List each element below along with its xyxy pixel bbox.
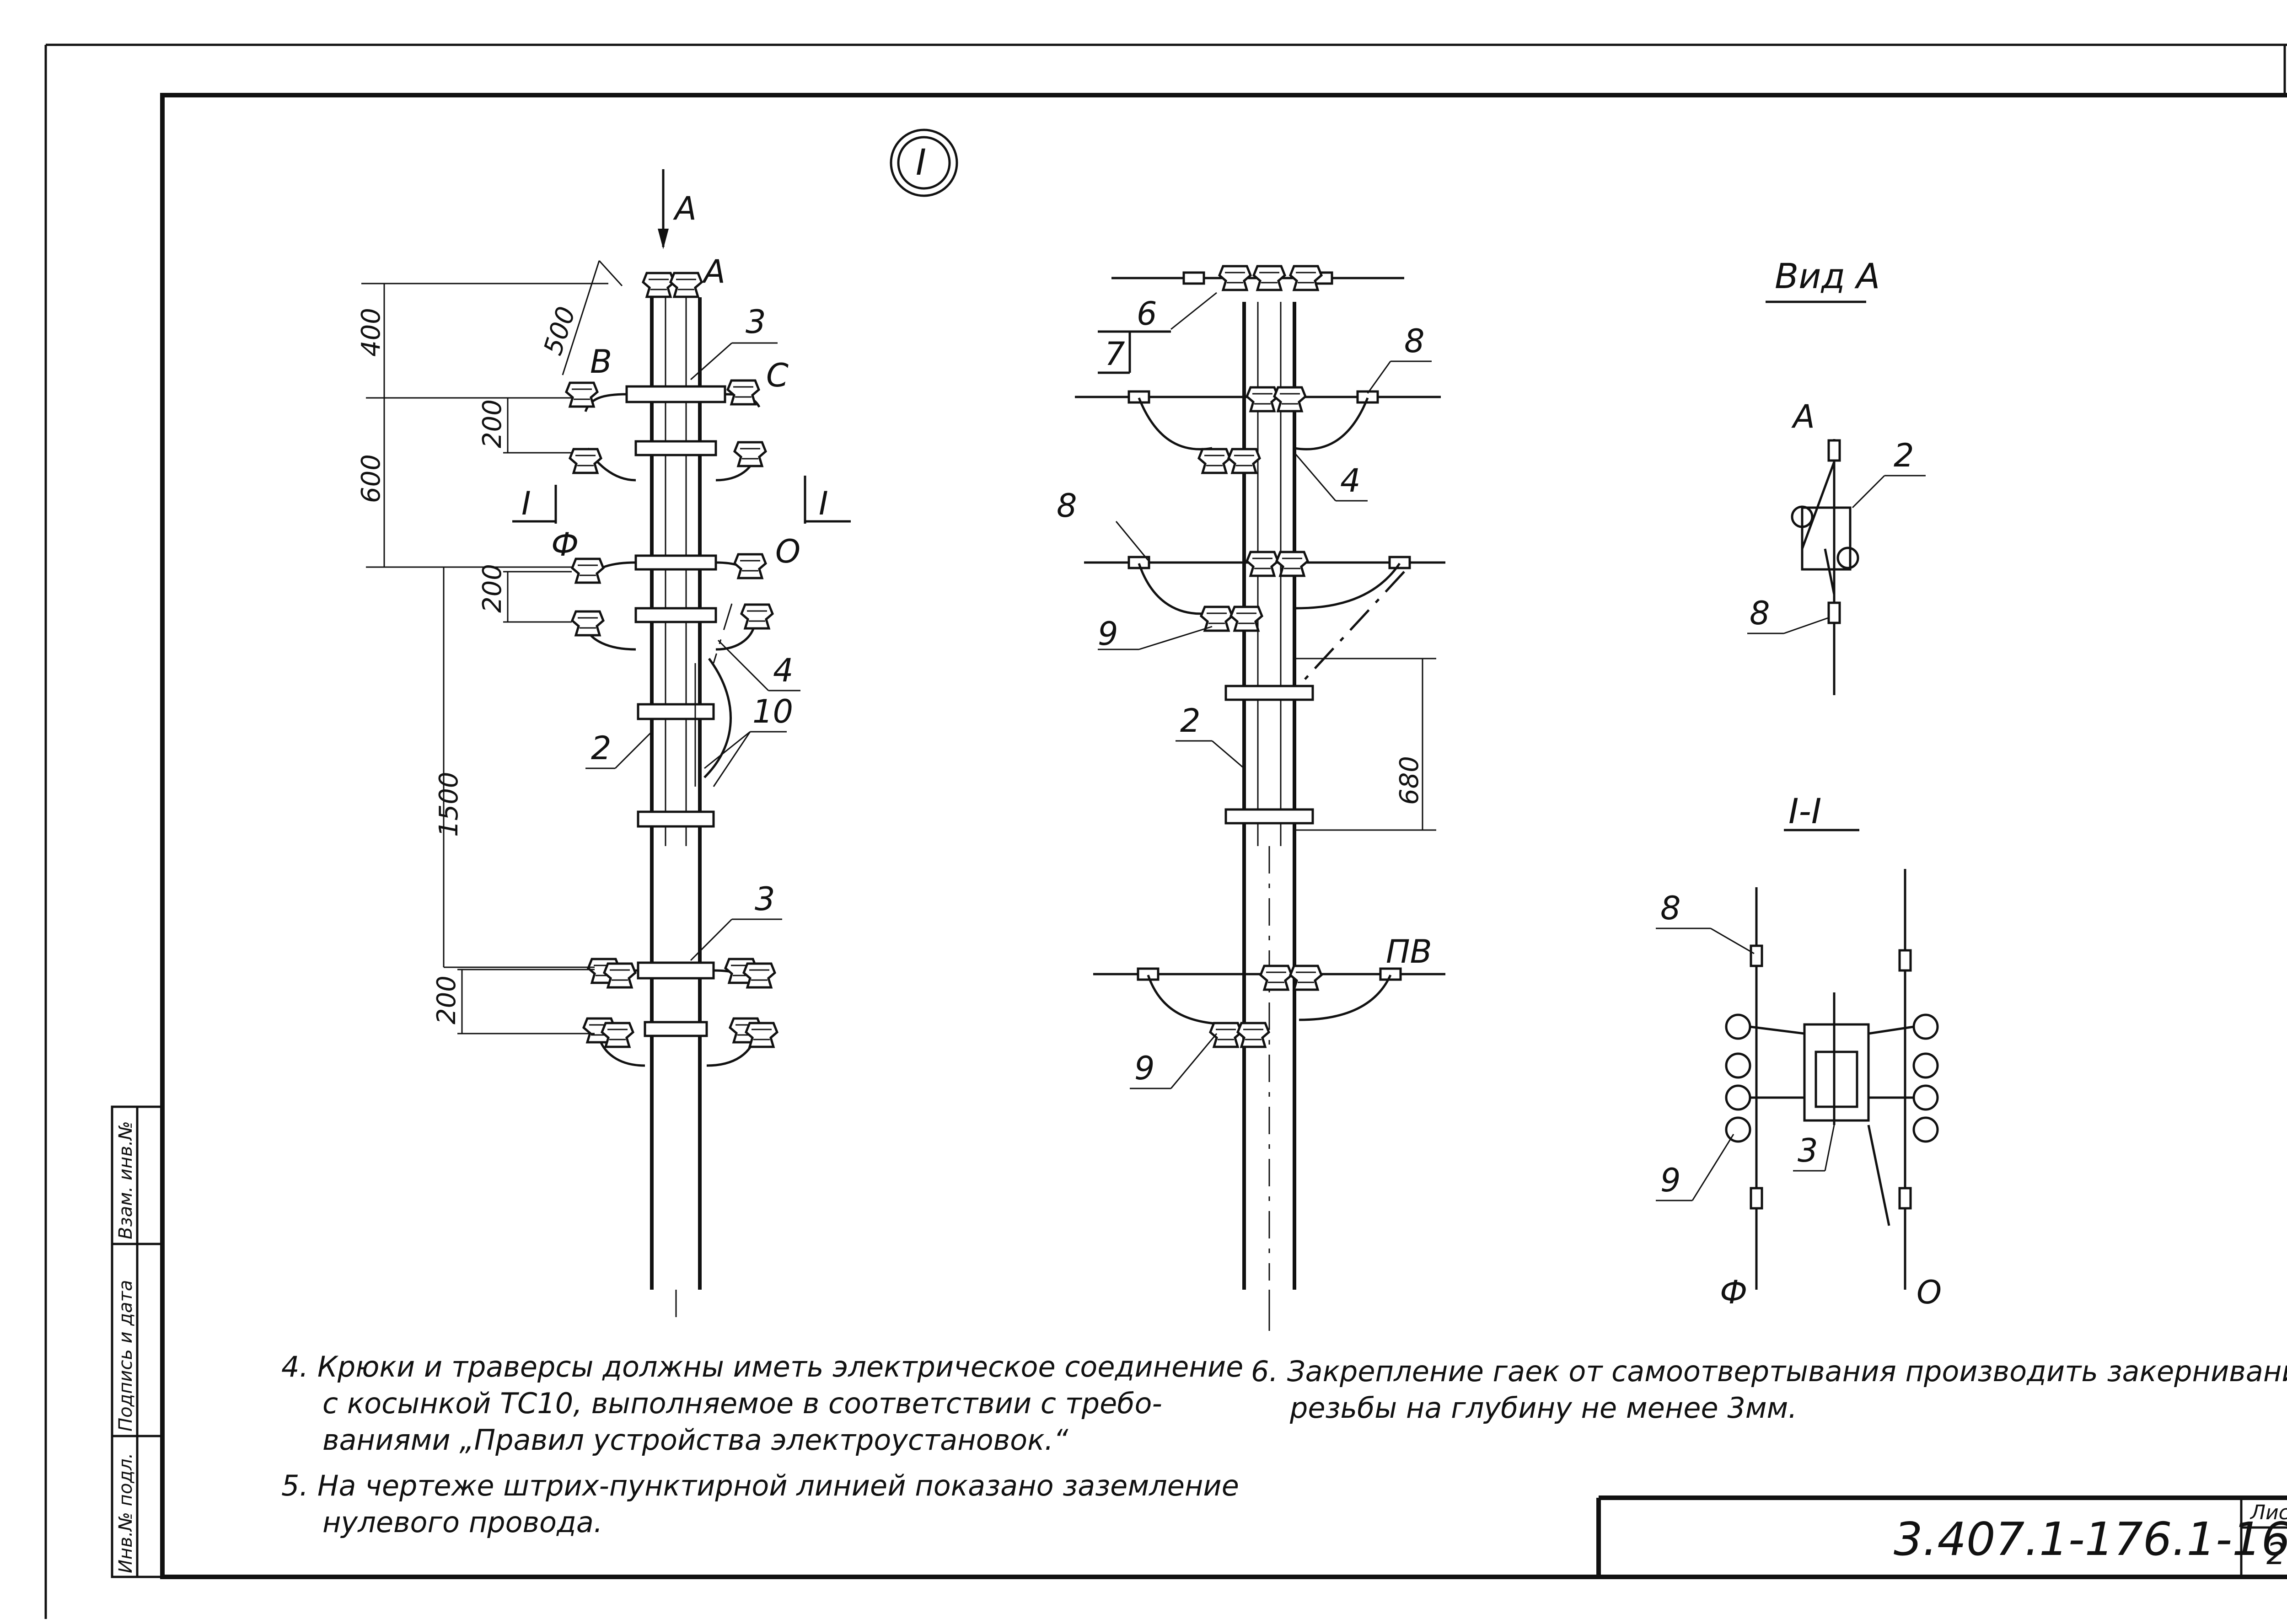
dim-200-upper: 200: [478, 399, 507, 448]
callout-8-middle: 8: [1057, 487, 1077, 525]
side-stamp: Инв.№ подл. Подпись и дата Взам. инв.№: [111, 1105, 164, 1578]
view-a-callout-2: 2: [1894, 437, 1914, 474]
view-a-callout-8: 8: [1750, 595, 1770, 632]
callout-9-bottom: 9: [1134, 1050, 1155, 1087]
traverse-middle: [584, 554, 756, 651]
phase-b-label: В: [590, 343, 612, 381]
section-phase-o: О: [1917, 1274, 1942, 1311]
view-a-phase: А: [1791, 398, 1815, 435]
callout-8-top: 8: [1404, 322, 1425, 360]
insulator-top: [643, 273, 702, 297]
note-6-line-1: 6. Закрепление гаек от самоотвертывания …: [1251, 1355, 2287, 1388]
callout-bracket: 4: [773, 652, 794, 689]
dim-500: 500: [538, 303, 581, 359]
callout-9-middle: 9: [1098, 615, 1118, 653]
callout-traverse-bottom: 3: [755, 880, 775, 918]
stamp-replace: Взам. инв.№: [115, 1121, 136, 1239]
callout-tube: 2: [591, 729, 612, 767]
note-6-line-2: резьбы на глубину не менее 3мм.: [1289, 1391, 1797, 1425]
view-arrow-label: А: [673, 190, 697, 227]
note-5-line-2: нулевого провода.: [322, 1506, 603, 1539]
view-marker-label: I: [916, 142, 926, 183]
dim-400: 400: [356, 308, 386, 357]
section-mark-left: I: [521, 485, 531, 522]
view-a-title: Вид А: [1775, 256, 1880, 296]
note-4-line-3: ваниями „Правил устройства электроустано…: [322, 1423, 1068, 1457]
phase-a-label: А: [702, 253, 725, 290]
dim-600: 600: [356, 454, 386, 503]
note-4-line-1: 4. Крюки и траверсы должны иметь электри…: [281, 1350, 1243, 1383]
dim-200-middle: 200: [478, 564, 507, 613]
view-a: Вид А А 2 8: [1747, 256, 1926, 695]
note-4-line-2: с косынкой ТС10, выполняемое в соответст…: [322, 1387, 1162, 1420]
section-callout-8: 8: [1660, 890, 1681, 927]
title-block: [1596, 1495, 2287, 1577]
view-marker: I: [890, 129, 958, 197]
left-pole-view: А А В С 3: [356, 169, 851, 1317]
sheet-number: 2: [2266, 1536, 2286, 1571]
phase-c-label: С: [766, 357, 789, 394]
callout-2-middle: 2: [1180, 702, 1201, 740]
callout-traverse-top: 3: [746, 303, 766, 341]
document-code: 3.407.1-176.1-16: [1894, 1512, 2287, 1566]
dimensions-left: [361, 260, 623, 1034]
dim-680: 680: [1395, 756, 1424, 805]
section-view: I-I 8 9 3 Ф: [1656, 791, 1942, 1311]
traverse-lower: [598, 961, 756, 1067]
section-phase-f: Ф: [1720, 1274, 1747, 1311]
notes: 4. Крюки и траверсы должны иметь электри…: [281, 1350, 2287, 1539]
stamp-inv-no: Инв.№ подл.: [115, 1453, 136, 1573]
callout-4-middle: 4: [1340, 462, 1361, 499]
dim-1500: 1500: [434, 772, 464, 837]
phase-o-label: О: [775, 533, 800, 570]
callout-6: 6: [1137, 295, 1157, 332]
callout-7: 7: [1105, 335, 1125, 373]
section-title: I-I: [1788, 791, 1821, 831]
section-mark-right: I: [819, 485, 828, 522]
sheet-label: Лист: [2249, 1501, 2287, 1524]
stamp-signature: Подпись и дата: [115, 1280, 136, 1431]
pv-label: ПВ: [1386, 933, 1432, 970]
phase-f-label: Ф: [551, 526, 579, 563]
section-callout-3: 3: [1798, 1132, 1818, 1169]
middle-pole-view: 6 7 8 4 8 9: [1057, 266, 1445, 1331]
callout-wire: 10: [752, 693, 793, 730]
note-5-line-1: 5. На чертеже штрих-пунктирной линией по…: [281, 1469, 1239, 1502]
section-callout-9: 9: [1660, 1162, 1681, 1199]
dim-200-lower: 200: [432, 975, 462, 1024]
sheet-frame: [44, 43, 2287, 1619]
